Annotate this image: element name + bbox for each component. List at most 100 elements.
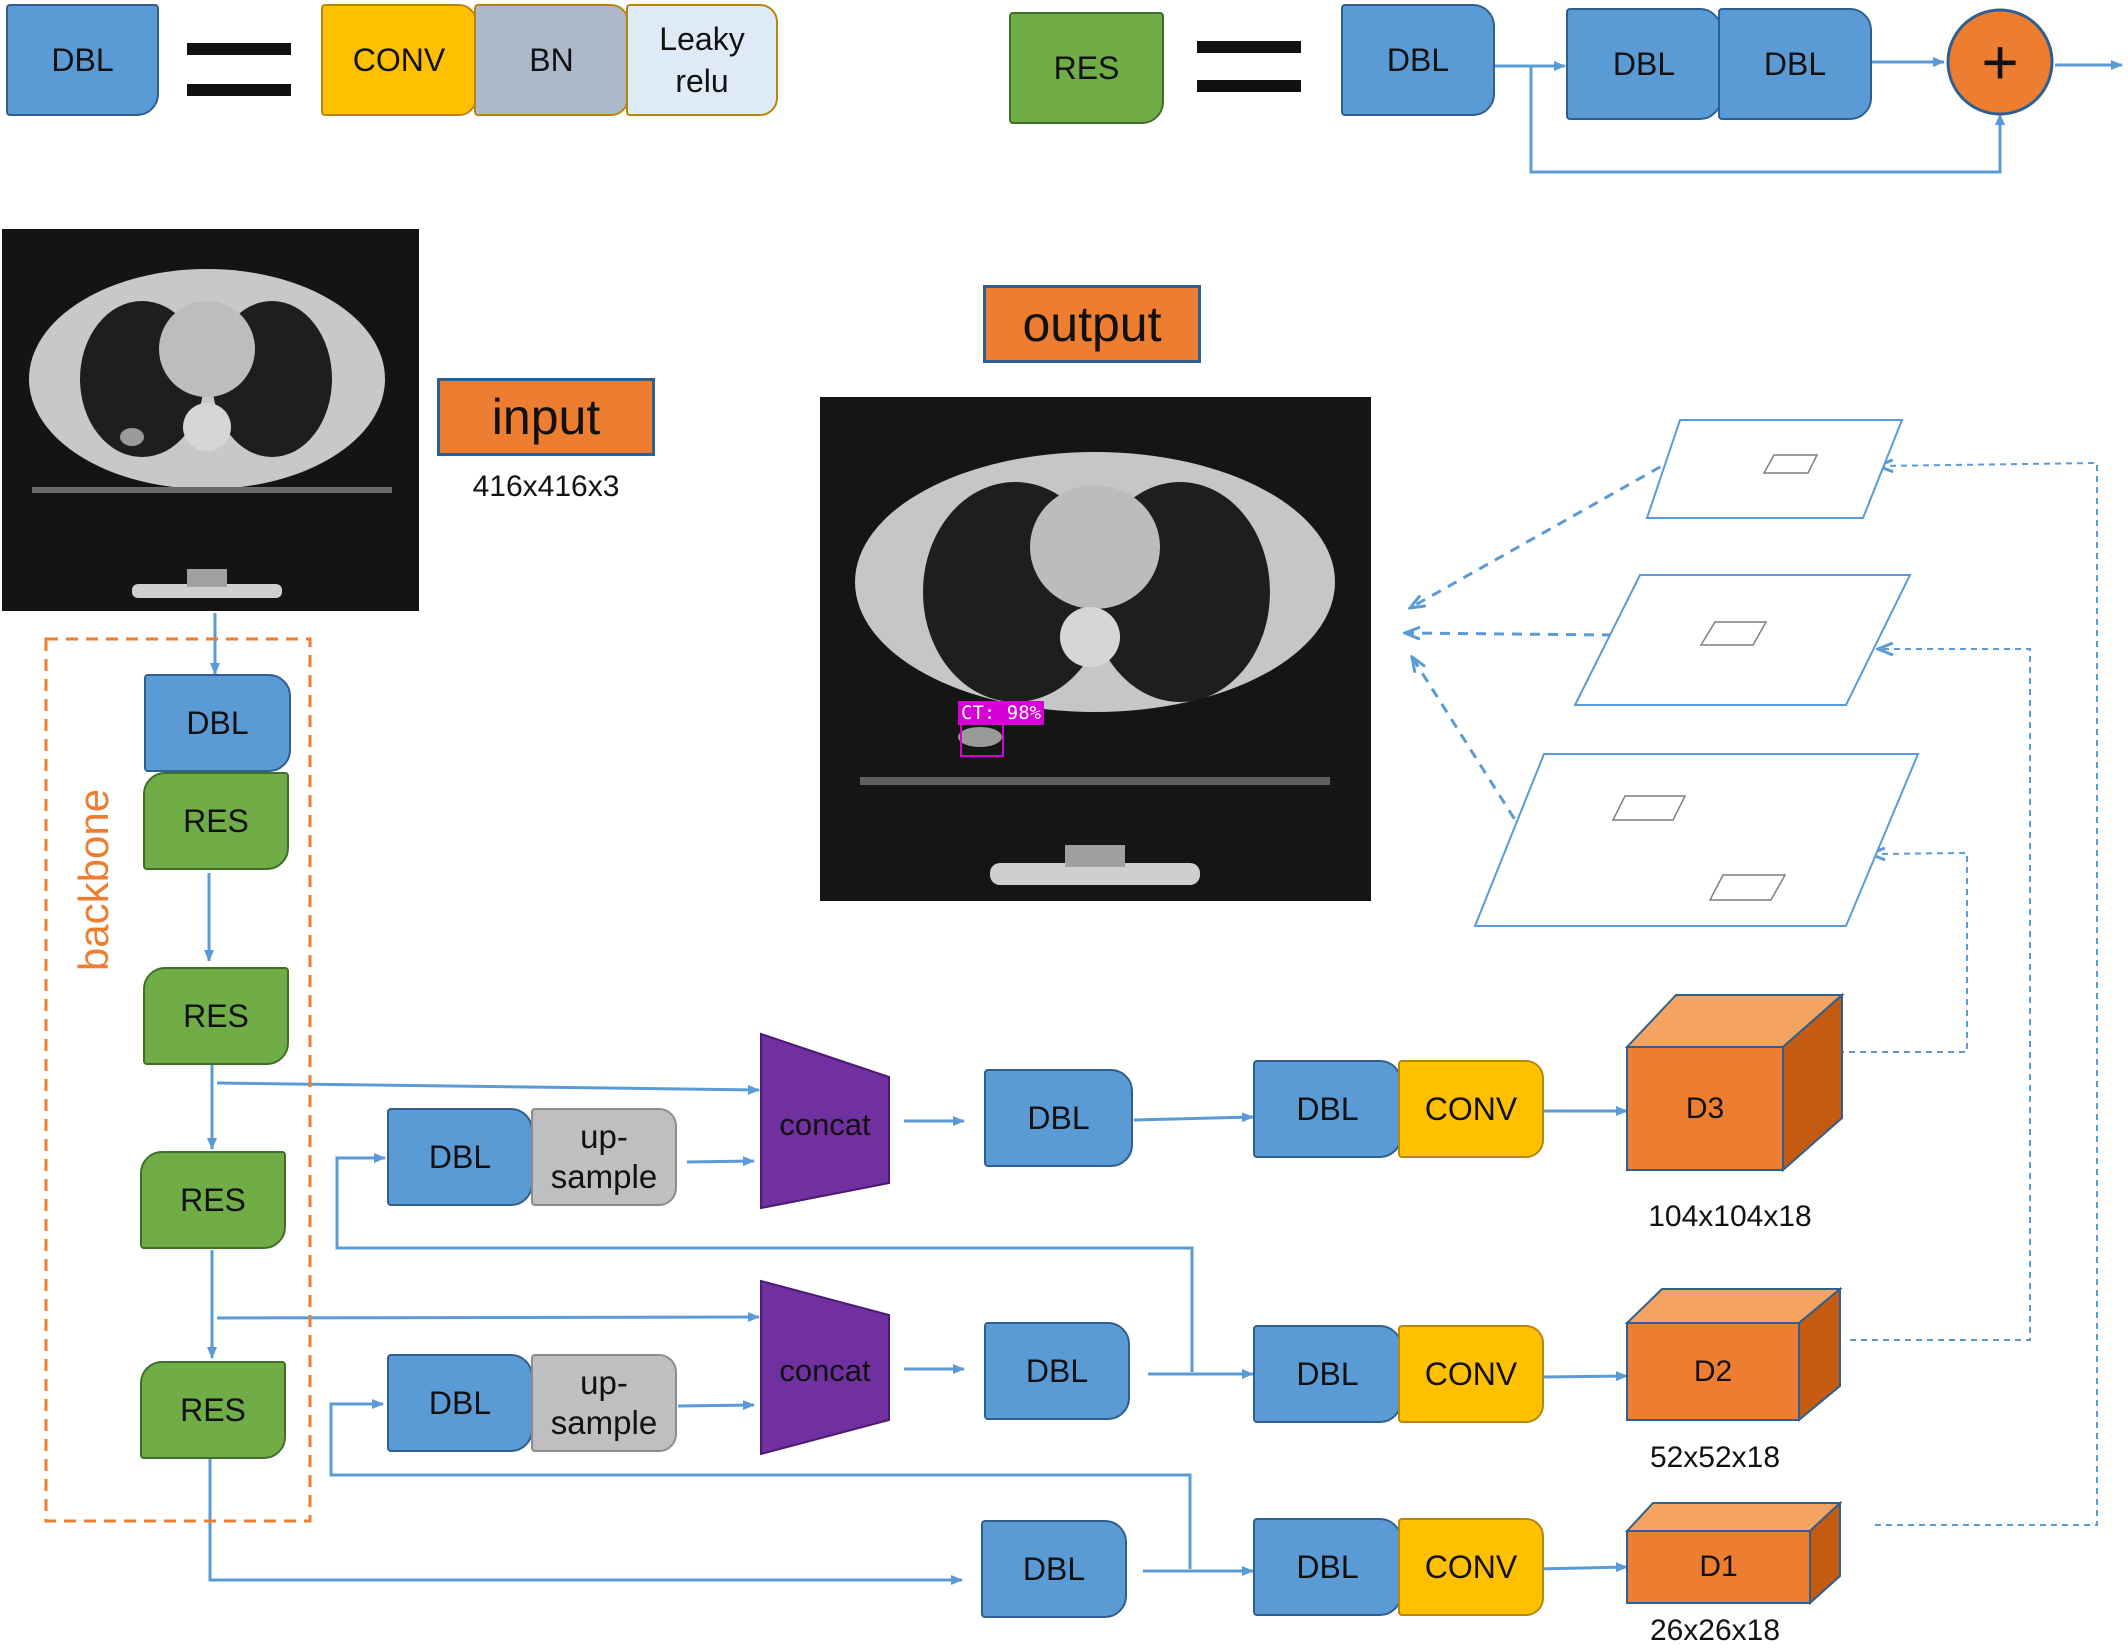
output-label: output <box>983 285 1201 363</box>
branch-d2-connectors <box>216 1153 1628 1411</box>
backbone-res-4-label: RES <box>180 1391 246 1428</box>
output-d2-label-box: D2 <box>1627 1323 1799 1420</box>
legend-res-equals-bottom <box>1197 80 1301 92</box>
legend-bn-label: BN <box>529 41 574 78</box>
plane-to-output-arrows <box>1405 456 1677 835</box>
legend-res-dbl-3: DBL <box>1718 8 1872 120</box>
legend-leaky-relu-box: Leaky relu <box>626 4 778 116</box>
backbone-dbl: DBL <box>144 674 291 772</box>
backbone-res-2-label: RES <box>183 997 249 1034</box>
plane-anchor-boxes <box>1611 454 1819 901</box>
concat-shape-middle <box>760 1279 890 1456</box>
d1-path-dbl-1: DBL <box>981 1520 1127 1618</box>
upsample-1-line1: up- <box>580 1118 628 1155</box>
legend-dbl-equals-top <box>187 43 291 55</box>
backbone-label: backbone <box>70 788 117 972</box>
legend-res-box: RES <box>1009 12 1164 124</box>
d1-path-dbl-2-label: DBL <box>1296 1548 1359 1585</box>
detection-tag: CT: 98% <box>958 701 1045 725</box>
legend-res-dbl-3-label: DBL <box>1763 45 1827 82</box>
feature-map-planes <box>1473 419 1920 927</box>
d1-path-dbl-2: DBL <box>1253 1518 1402 1616</box>
res-legend-connectors <box>1495 57 2123 174</box>
upsample-2-line2: sample <box>550 1404 658 1441</box>
input-label: input <box>437 378 655 456</box>
upsample-branch-dbl-2-label: DBL <box>428 1384 492 1421</box>
input-ct-image <box>2 229 419 611</box>
d2-path-dbl-1-label: DBL <box>1025 1352 1089 1389</box>
legend-res-equals-top <box>1197 41 1301 53</box>
backbone-res-1-label: RES <box>183 802 249 839</box>
legend-res-dbl-2: DBL <box>1566 8 1722 120</box>
concat-1-label: concat <box>779 1107 871 1142</box>
d2-path-dbl-2: DBL <box>1253 1325 1402 1423</box>
d3-path-dbl-1-label: DBL <box>1027 1099 1090 1136</box>
output-d3-dims: 104x104x18 <box>1648 1200 1812 1233</box>
legend-res-dbl-1-label: DBL <box>1386 41 1450 78</box>
legend-dbl-box: DBL <box>6 4 159 116</box>
backbone-res-1: RES <box>143 772 289 870</box>
backbone-res-4: RES <box>140 1361 286 1459</box>
upsample-branch-dbl-2: DBL <box>387 1354 533 1452</box>
legend-res-dbl-1: DBL <box>1341 4 1495 116</box>
d1-path-conv-label: CONV <box>1424 1548 1518 1585</box>
add-circle <box>1946 8 2054 116</box>
d3-path-dbl-2-label: DBL <box>1296 1090 1359 1127</box>
upsample-1-line2: sample <box>550 1158 658 1195</box>
output-d3-label-box: D3 <box>1627 1047 1783 1170</box>
output-ct-image: CT: 98% <box>820 397 1371 901</box>
plus-icon: + <box>1948 10 2052 114</box>
d1-path-conv: CONV <box>1398 1518 1544 1616</box>
upsample-box-2: up- sample <box>531 1354 677 1452</box>
backbone-res-3-label: RES <box>180 1181 246 1218</box>
d3-path-conv-label: CONV <box>1424 1090 1518 1127</box>
legend-conv-label: CONV <box>352 41 446 78</box>
input-dims: 416x416x3 <box>472 470 620 503</box>
output-d1-name: D1 <box>1699 1550 1738 1583</box>
concat-2-label: concat <box>779 1353 871 1388</box>
legend-res-dbl-2-label: DBL <box>1612 45 1676 82</box>
d3-path-dbl-2: DBL <box>1253 1060 1402 1158</box>
detection-box <box>960 723 1004 757</box>
upsample-2-line1: up- <box>580 1364 628 1401</box>
input-ct-drawing <box>2 229 419 611</box>
output-d3-name: D3 <box>1685 1091 1725 1125</box>
plus-symbol: + <box>1981 26 2019 98</box>
upsample-box-1: up- sample <box>531 1108 677 1206</box>
d3-path-dbl-1: DBL <box>984 1069 1133 1167</box>
concat-2: concat <box>761 1336 889 1406</box>
branch-d1-connectors <box>208 1399 1628 1585</box>
input-label-text: input <box>491 389 601 445</box>
d2-path-dbl-1: DBL <box>984 1322 1130 1420</box>
concat-shape-top <box>760 1032 890 1210</box>
output-d2-dims: 52x52x18 <box>1649 1441 1781 1474</box>
backbone-frame <box>44 637 312 1523</box>
legend-dbl-equals-bottom <box>187 84 291 96</box>
d2-path-dbl-2-label: DBL <box>1296 1355 1359 1392</box>
legend-conv-box: CONV <box>321 4 477 116</box>
backbone-res-2: RES <box>143 967 289 1065</box>
upsample-branch-dbl-1: DBL <box>387 1108 533 1206</box>
output-cube-d1 <box>1624 1500 1843 1606</box>
d2-path-conv-label: CONV <box>1424 1355 1518 1392</box>
legend-res-label: RES <box>1053 49 1120 86</box>
d1-path-dbl-1-label: DBL <box>1022 1550 1086 1587</box>
upsample-branch-dbl-1-label: DBL <box>428 1138 492 1175</box>
d2-path-conv: CONV <box>1398 1325 1544 1423</box>
d3-path-conv: CONV <box>1398 1060 1544 1158</box>
output-cube-d2 <box>1624 1286 1843 1423</box>
legend-bn-box: BN <box>474 4 629 116</box>
output-dashed-lines <box>1838 463 2098 1526</box>
output-ct-drawing <box>820 397 1371 901</box>
output-cube-d3 <box>1624 992 1845 1173</box>
output-d1-dims: 26x26x18 <box>1649 1614 1781 1647</box>
legend-relu-label: relu <box>675 63 729 99</box>
legend-dbl-label: DBL <box>51 41 114 78</box>
legend-leaky-label: Leaky <box>659 21 745 57</box>
branch-d3-connectors <box>216 1081 1628 1167</box>
backbone-dbl-label: DBL <box>186 704 249 741</box>
output-d2-name: D2 <box>1693 1354 1733 1388</box>
concat-1: concat <box>761 1090 889 1160</box>
